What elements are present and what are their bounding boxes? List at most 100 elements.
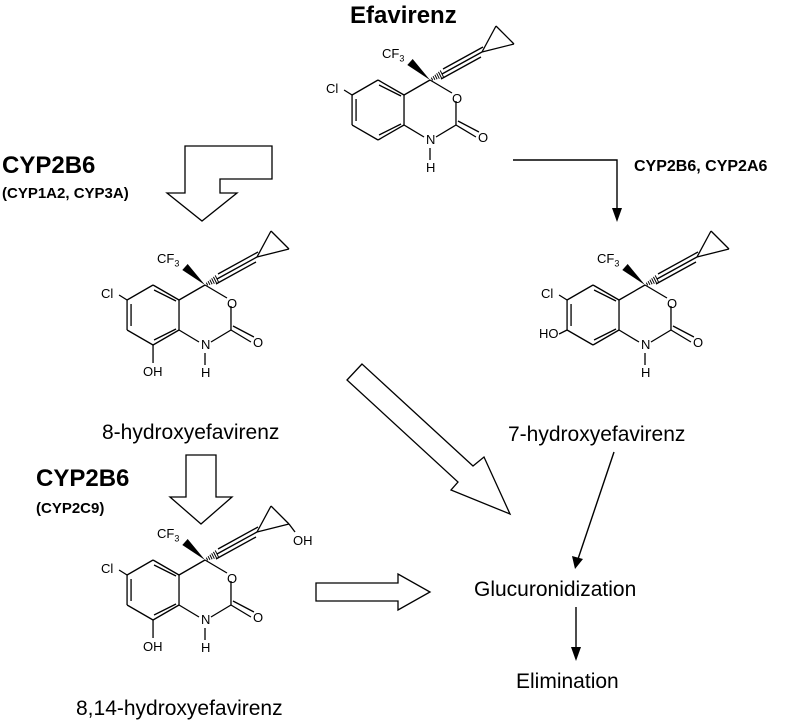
atom-nitrogen: N <box>201 612 211 627</box>
bond <box>649 279 653 285</box>
bond <box>126 329 154 346</box>
bond <box>351 79 379 96</box>
atom-hydrogen: H <box>426 160 436 175</box>
bond <box>670 329 692 343</box>
enzyme-minor-step1: (CYP1A2, CYP3A) <box>2 185 129 202</box>
atom-cf3: CF3 <box>597 251 620 269</box>
atom-nitrogen: N <box>201 337 211 352</box>
bond <box>432 75 436 81</box>
atom-hydroxyl: OH <box>143 639 163 654</box>
thin-arrow-to-7oh <box>513 159 618 212</box>
bond <box>566 329 594 346</box>
bond <box>592 284 620 301</box>
atom-chlorine: Cl <box>101 561 114 576</box>
compound-name-8-hydroxyefavirenz: 8-hydroxyefavirenz <box>102 421 280 444</box>
bond <box>435 124 457 138</box>
molecule <box>558 230 730 365</box>
bond <box>152 284 180 301</box>
thin-arrow-to-glucuronidization <box>577 451 615 560</box>
bond <box>652 276 658 284</box>
molecule <box>118 505 296 640</box>
bond <box>403 124 425 138</box>
wedge-bond <box>622 264 645 285</box>
bond <box>440 56 482 80</box>
bond <box>215 261 257 285</box>
atom-nitrogen: N <box>641 337 651 352</box>
bond <box>441 51 483 75</box>
bond <box>593 289 617 302</box>
bond <box>647 280 651 286</box>
bond <box>232 600 255 613</box>
bond <box>566 284 594 301</box>
bond <box>256 523 290 533</box>
bond <box>207 280 211 286</box>
bond <box>152 559 180 576</box>
bond <box>650 329 672 343</box>
bond <box>455 124 477 138</box>
enzyme-label-step1: CYP2B6 <box>2 152 96 179</box>
atom-hydroxyl: HO <box>539 326 559 341</box>
bond <box>152 604 180 621</box>
bond <box>153 328 177 341</box>
thin-arrowhead <box>572 556 583 569</box>
bond <box>211 278 215 284</box>
bond <box>205 557 209 561</box>
bond <box>217 526 259 550</box>
bond <box>593 328 617 341</box>
bond <box>351 124 379 141</box>
bond <box>256 230 272 258</box>
bond <box>558 294 568 301</box>
hollow-turn-arrow <box>165 145 273 222</box>
bond <box>204 559 228 574</box>
bond <box>481 43 515 53</box>
bond <box>696 248 730 258</box>
atom-oxygen: O <box>226 296 238 311</box>
bond <box>377 124 405 141</box>
bond <box>672 325 695 338</box>
bond <box>403 79 431 96</box>
bond <box>210 604 232 618</box>
atom-oxygen: O <box>666 296 678 311</box>
bond <box>655 261 697 285</box>
compound-name-7-hydroxyefavirenz: 7-hydroxyefavirenz <box>508 423 686 446</box>
bond <box>216 531 258 555</box>
thin-arrowhead <box>612 208 622 222</box>
bond <box>230 604 252 618</box>
bond <box>442 46 484 70</box>
process-elimination: Elimination <box>516 670 619 693</box>
bond <box>270 505 290 525</box>
bond <box>558 329 568 335</box>
atom-cf3: CF3 <box>157 526 180 544</box>
bond <box>126 559 154 576</box>
bond <box>126 604 154 621</box>
bond <box>118 294 128 301</box>
bond <box>481 25 497 53</box>
bond <box>178 604 200 618</box>
bond <box>256 248 290 258</box>
hollow-diagonal-arrow <box>346 363 512 516</box>
bond <box>378 123 402 136</box>
bond <box>232 325 255 338</box>
bond <box>212 276 218 284</box>
bond <box>178 329 200 343</box>
bond <box>210 329 232 343</box>
enzyme-label-step3: CYP2B6 <box>36 465 130 492</box>
atom-chlorine: Cl <box>326 81 339 96</box>
bond <box>118 569 128 576</box>
bond <box>209 554 213 560</box>
molecule <box>343 25 515 160</box>
bond <box>495 25 515 45</box>
enzyme-label-side: CYP2B6, CYP2A6 <box>634 158 768 175</box>
atom-cf3: CF3 <box>157 251 180 269</box>
atom-carbonyl-oxygen: O <box>252 610 264 625</box>
hollow-down-arrow <box>168 454 234 525</box>
bond <box>618 284 646 301</box>
bond <box>152 329 180 346</box>
atom-hydrogen: H <box>201 640 211 655</box>
atom-oxygen: O <box>226 571 238 586</box>
bond <box>215 536 257 560</box>
bond <box>217 251 259 275</box>
bond <box>437 71 443 79</box>
bond <box>657 251 699 275</box>
